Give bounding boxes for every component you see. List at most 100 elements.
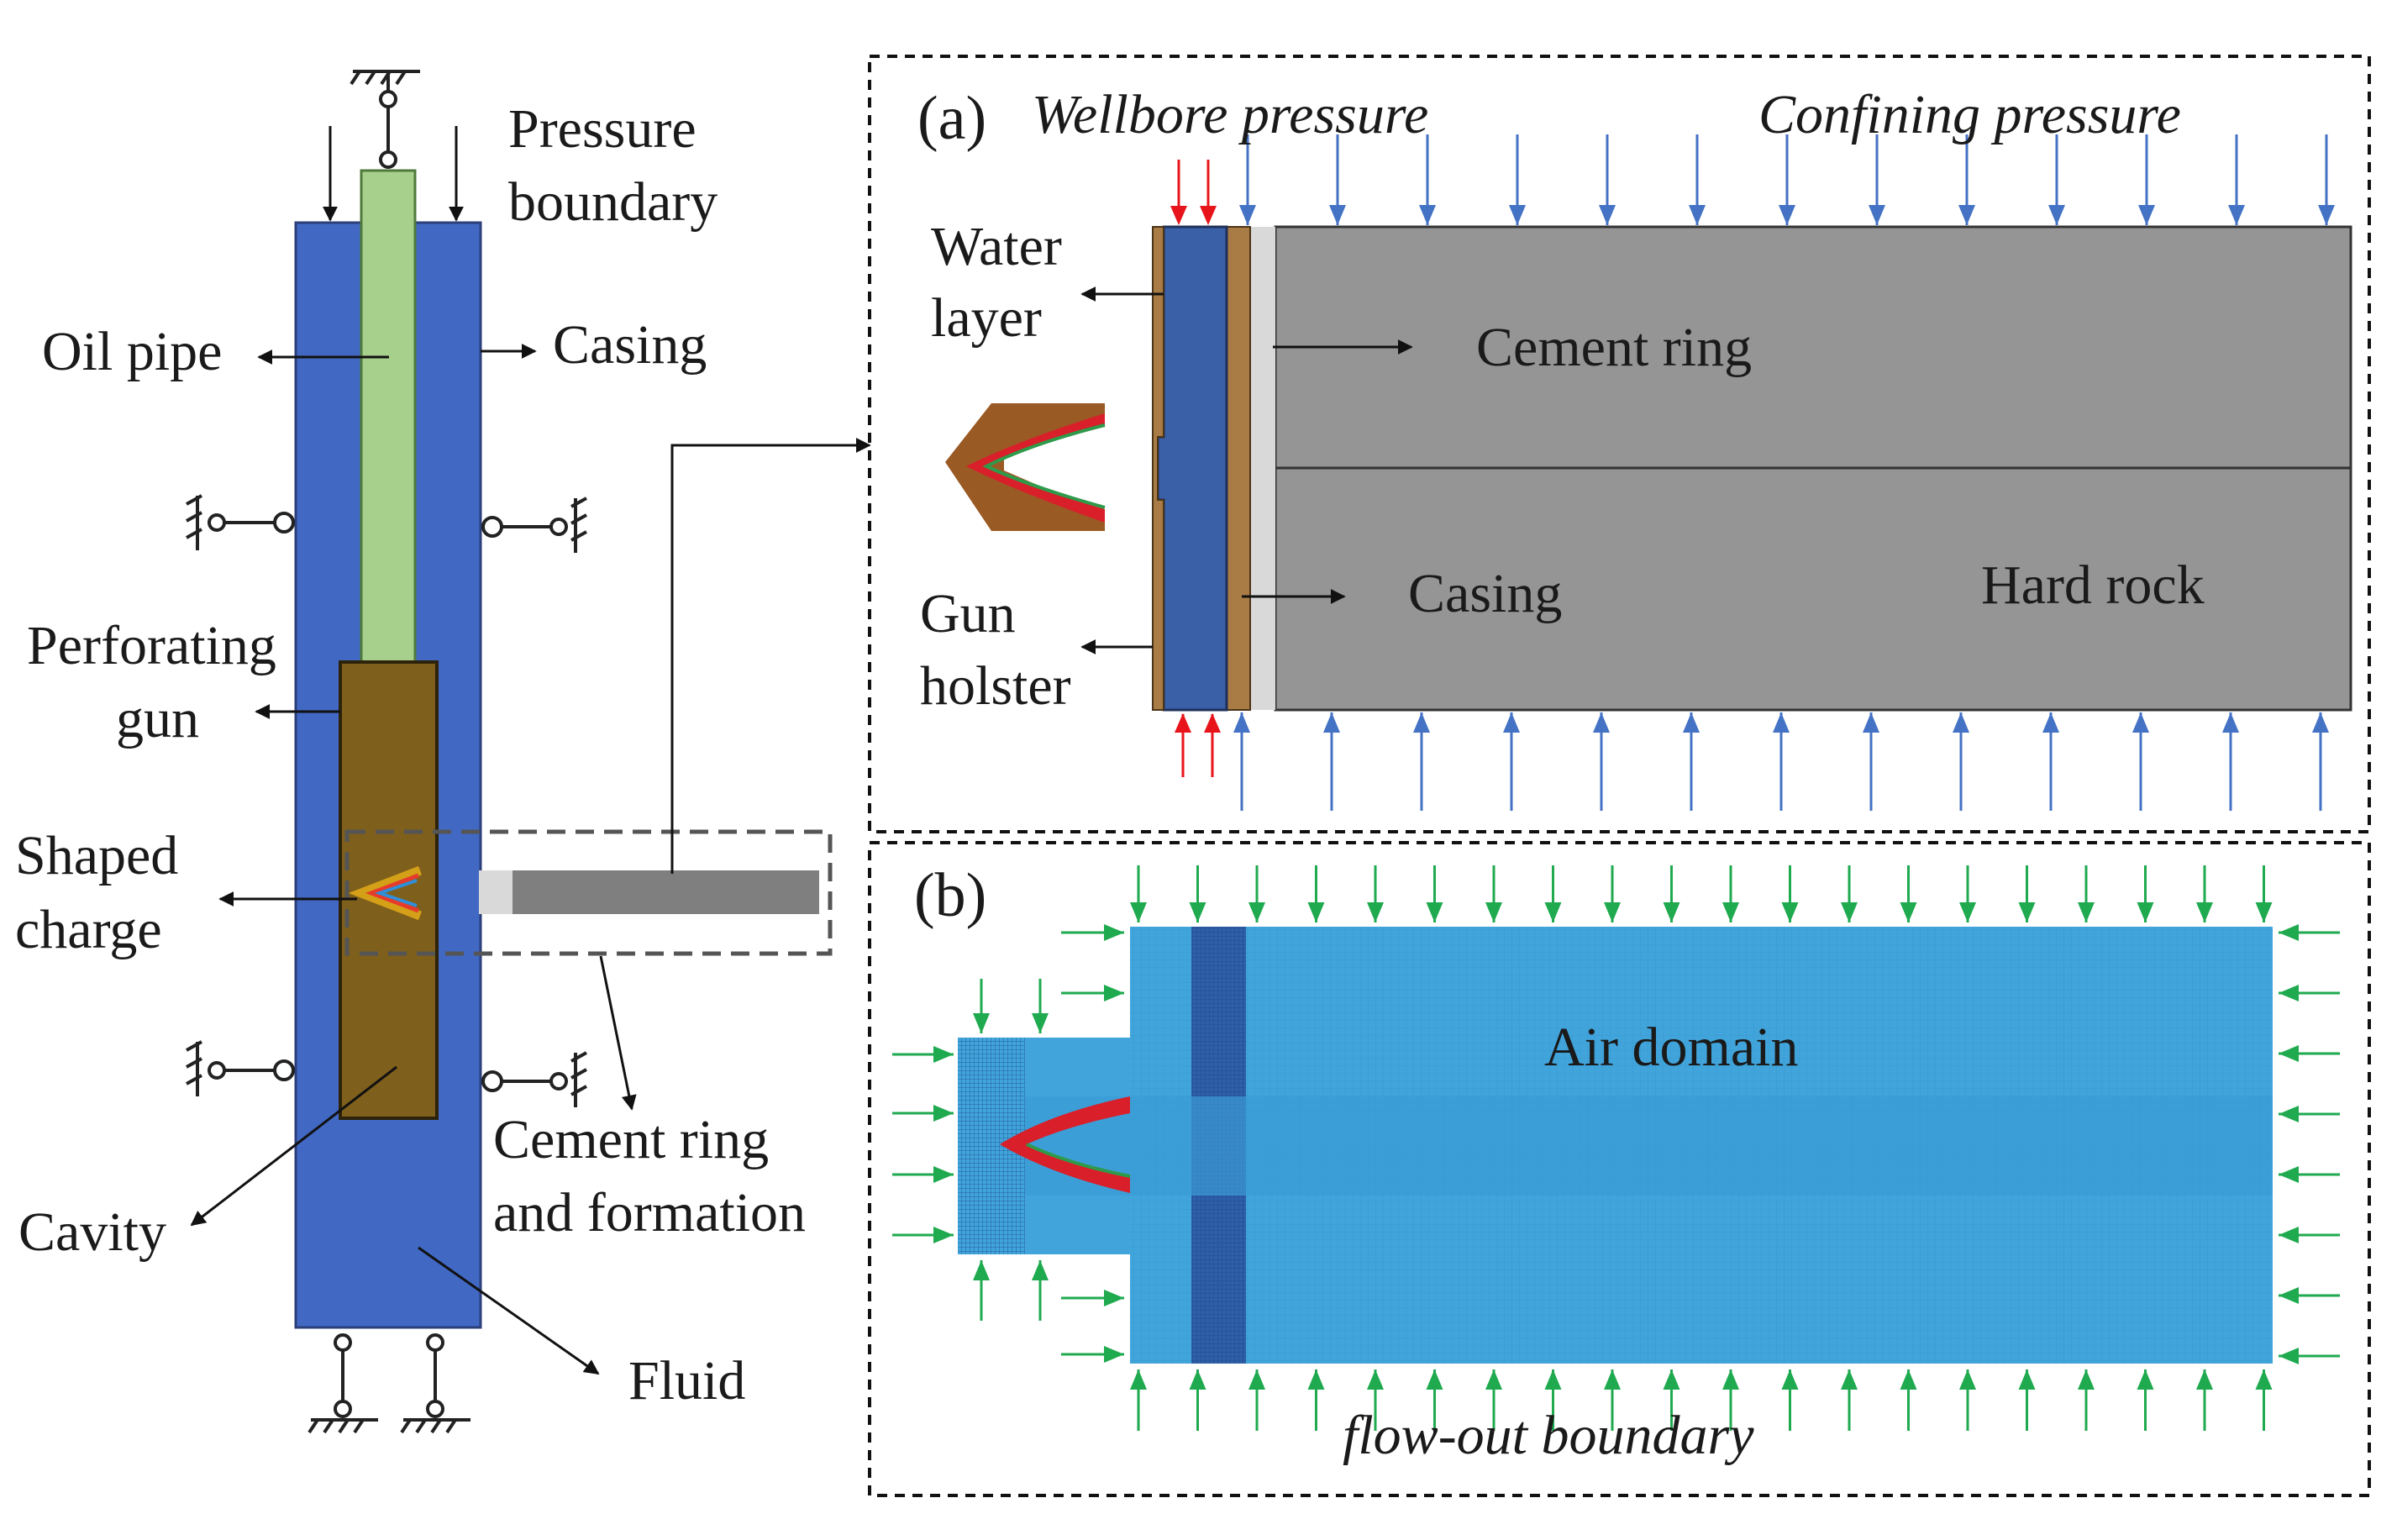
cement-ring-layer [1250,227,1275,710]
boundary-arrow-bottom-head [1781,1369,1799,1390]
boundary-arrow-bottom-head [1900,1369,1917,1390]
formation-cement-strip-light [479,870,513,914]
boundary-arrow-bottom-head [1544,1369,1562,1390]
flow-out-boundary-label: flow-out boundary [1343,1405,1754,1466]
confining-arrow-top-head [2048,205,2065,225]
top-fixed-support [350,70,420,169]
confining-arrow-top-head [1958,205,1975,225]
air-domain-label: Air domain [1544,1017,1798,1078]
water-layer [1156,225,1228,712]
roller-support-right-upper [481,497,587,553]
boundary-arrow-bottom-head [1722,1369,1739,1390]
wellbore-pressure-arrows [1170,160,1221,777]
boundary-arrow-top-head [1781,902,1799,922]
panel-b: (b) Air domain flow-out boundary [868,841,2371,1497]
confining-arrow-bottom-head [1863,712,1879,733]
boundary-arrow-top-head [1426,902,1443,922]
boundary-arrow-left-inlet-head [933,1105,954,1122]
confining-arrow-top-head [1509,205,1526,225]
boundary-arrow-right-head [2279,1227,2299,1243]
boundary-arrow-right-head [2279,1287,2299,1304]
confining-arrow-bottom-head [1323,712,1340,733]
boundary-arrow-right-head [2279,924,2299,941]
boundary-arrow-top-head [2255,902,2273,922]
jet-channel [1025,1096,2273,1196]
shaped-charge-small [348,865,422,921]
pressure-boundary-label-2: boundary [508,171,718,233]
boundary-arrow-bottom-head [1959,1369,1976,1390]
confining-arrow-bottom-head [1233,712,1250,733]
confining-arrow-top-head [1239,205,1256,225]
oil-pipe-label: Oil pipe [42,321,222,382]
boundary-arrow-bottom-head [2255,1369,2273,1390]
boundary-arrow-top-head [1307,902,1325,922]
shaped-charge-jet [1000,1096,1131,1193]
boundary-arrow-top-head [2137,902,2154,922]
cement-ring-label-a: Cement ring [1476,317,1752,378]
confining-pressure-arrows [1233,134,2335,811]
boundary-arrow-right-head [2279,985,2299,1001]
shaped-charge-detail [945,403,1106,531]
panel-a-frame [868,55,2371,833]
panel-a-id: (a) [917,84,986,153]
boundary-arrow-bottom-head [2196,1369,2213,1390]
boundary-arrow-bottom-head [1367,1369,1384,1390]
confining-pressure-label: Confining pressure [1758,84,2181,145]
formation-cement-strip [479,870,819,914]
boundary-arrow-right-head [2279,1166,2299,1183]
boundary-arrow-top-head [1248,902,1265,922]
shaped-charge-label-2: charge [15,899,162,960]
boundary-arrow-top-head [1663,902,1680,922]
boundary-arrow-top-head [2078,902,2095,922]
bottom-fixed-supports [308,1333,470,1434]
roller-support-left-upper [186,494,295,550]
fluid-label: Fluid [628,1350,745,1411]
boundary-arrow-bottom-head [1841,1369,1858,1390]
panel-a: (a) Wellbore pressure Confining pressure… [868,55,2371,833]
boundary-arrow-right-head [2279,1045,2299,1062]
confining-arrow-top-head [2318,205,2335,225]
boundary-arrow-inlet-bottom-head [1032,1260,1049,1280]
confining-arrow-bottom-head [2222,712,2239,733]
left-schematic: Pressure boundary Oil pipe Casing Perfor… [15,70,871,1434]
zoom-connector [670,438,871,874]
confining-arrow-top-head [1419,205,1436,225]
casing-layer [1226,226,1251,711]
boundary-arrow-inlet-top-head [1032,1013,1049,1033]
boundary-arrow-bottom-head [1189,1369,1206,1390]
boundary-arrow-bottom-head [1426,1369,1443,1390]
wellbore-pressure-label: Wellbore pressure [1032,84,1428,145]
confining-arrow-bottom-head [2132,712,2149,733]
confining-arrow-top-head [1869,205,1885,225]
boundary-arrow-top-head [1367,902,1384,922]
gun-holster-label-2: holster [920,655,1071,717]
gun-holster-label-1: Gun [920,583,1016,644]
shaped-charge-label-1: Shaped [15,825,178,886]
oil-pipe [360,169,417,670]
cement-ring-leader [599,955,637,1111]
boundary-arrow-left-main-head [1104,924,1124,941]
confining-arrow-bottom-head [1953,712,1969,733]
boundary-arrow-top-head [1900,902,1917,922]
boundary-arrow-top-head [1130,902,1147,922]
boundary-arrow-left-inlet-head [933,1166,954,1183]
casing-label-a: Casing [1408,563,1562,624]
boundary-arrow-top-head [2196,902,2213,922]
confining-arrow-top-head [1599,205,1616,225]
zoom-dashed-box [344,829,833,956]
boundary-arrow-bottom-head [1307,1369,1325,1390]
water-layer-label-2: layer [931,287,1042,349]
confining-arrow-bottom-head [1773,712,1790,733]
boundary-arrow-bottom-head [2078,1369,2095,1390]
boundary-arrow-bottom-head [1248,1369,1265,1390]
boundary-arrow-bottom-head [2018,1369,2036,1390]
boundary-arrow-left-main-head [1104,1290,1124,1306]
gun-holster-layer [1152,226,1164,711]
cavity-leader [190,1065,397,1227]
confining-arrow-bottom-head [1593,712,1610,733]
confining-arrow-bottom-head [1503,712,1520,733]
boundary-arrow-bottom-head [1485,1369,1502,1390]
boundary-arrow-top-head [1841,902,1858,922]
boundary-arrow-bottom-head [1604,1369,1621,1390]
